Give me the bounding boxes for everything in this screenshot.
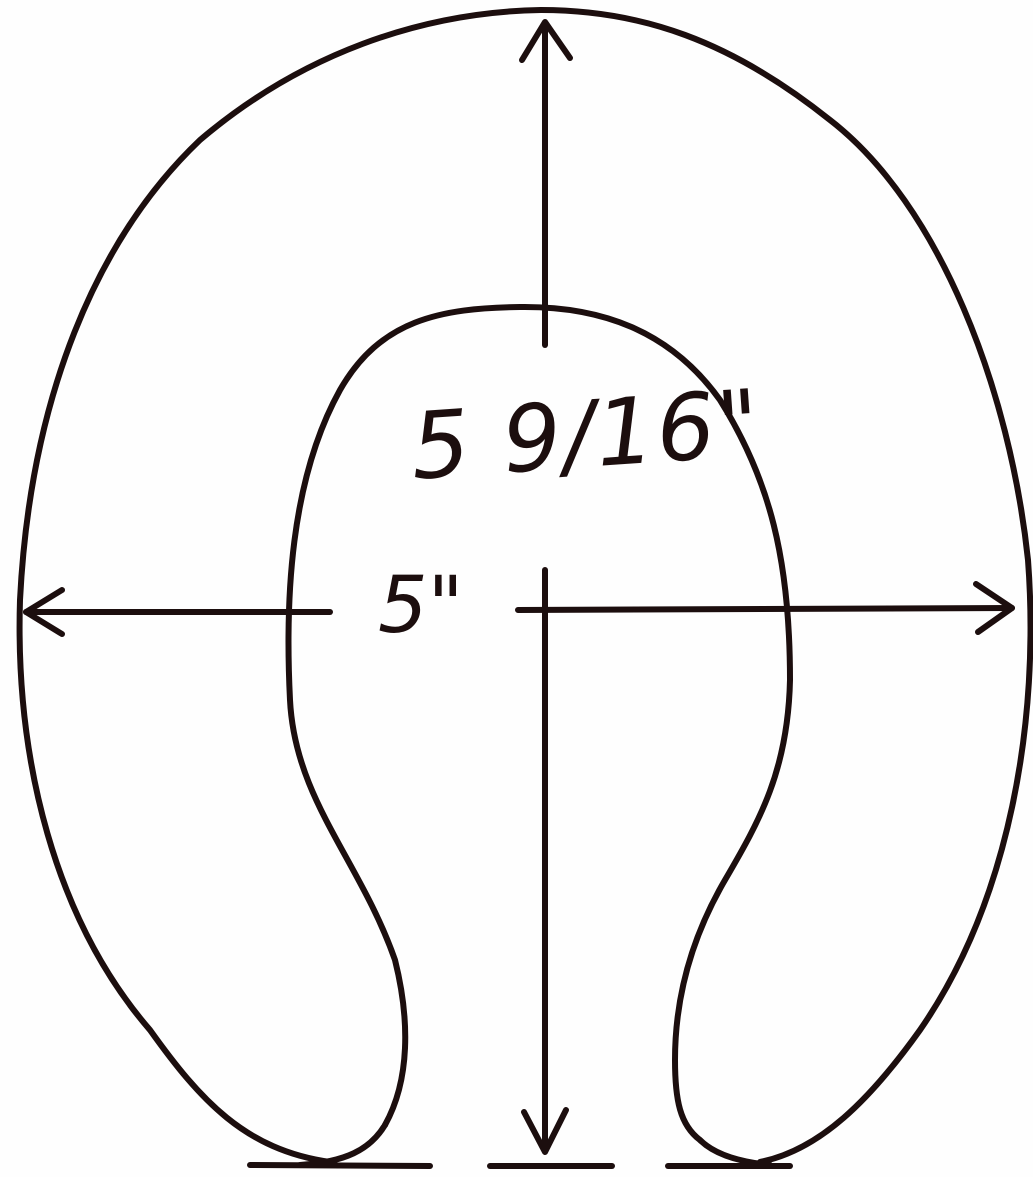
horseshoe-outer-outline-right [538,7,1033,1165]
width-arrowhead-left [23,587,65,637]
height-dimension-label: 5 9/16" [407,369,765,501]
base-line-left [247,1162,433,1169]
width-dimension-line-right [515,605,1015,613]
horseshoe-inner-outline [285,303,793,1143]
width-dimension-label: 5" [374,567,468,645]
height-arrowhead-up [519,19,573,63]
horseshoe-outer-outline-left [16,7,544,1165]
height-arrowhead-down [521,1107,569,1155]
width-arrowhead-right [973,581,1015,635]
heel-right-outline [697,1137,773,1168]
